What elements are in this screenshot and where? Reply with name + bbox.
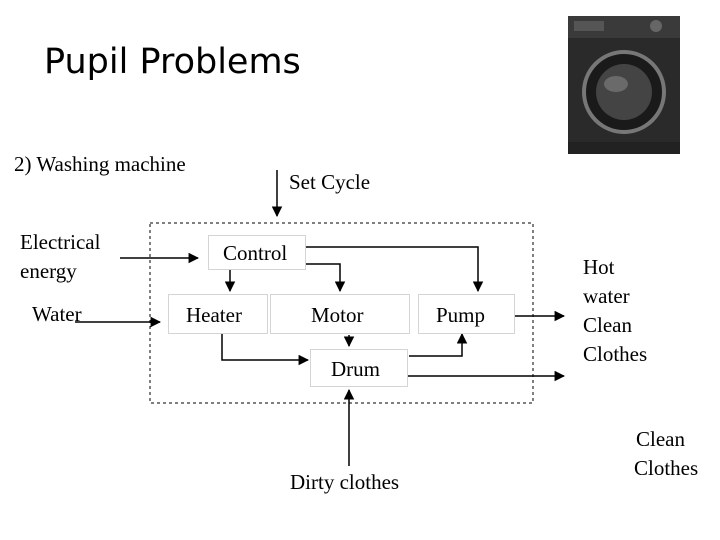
electrical-energy-label-line2: energy bbox=[20, 259, 77, 283]
drum-box: Drum bbox=[310, 349, 408, 387]
bottom-output-label-line1: Clean bbox=[636, 427, 685, 451]
motor-box: Motor bbox=[270, 294, 410, 334]
output-label-line1: Hot bbox=[583, 255, 615, 279]
control-box: Control bbox=[208, 235, 306, 270]
arrow-drum-pump bbox=[409, 332, 468, 357]
washing-machine-image bbox=[568, 16, 680, 154]
arrow-control-motor bbox=[306, 263, 346, 293]
drum-label: Drum bbox=[331, 357, 380, 381]
output-label-line2: water bbox=[583, 284, 630, 308]
arrow-heater-drum bbox=[221, 334, 310, 366]
slide-title: Pupil Problems bbox=[44, 42, 301, 82]
arrow-control-pump bbox=[306, 246, 484, 293]
heater-box: Heater bbox=[168, 294, 268, 334]
set-cycle-label: Set Cycle bbox=[289, 170, 371, 194]
pump-label: Pump bbox=[436, 303, 486, 327]
slide-subtitle: 2) Washing machine bbox=[14, 152, 186, 176]
electrical-energy-label-line1: Electrical bbox=[20, 230, 101, 254]
water-label: Water bbox=[32, 302, 82, 326]
control-label: Control bbox=[223, 241, 288, 265]
motor-label: Motor bbox=[311, 303, 364, 327]
output-label-line4: Clothes bbox=[583, 342, 648, 366]
output-label-line3: Clean bbox=[583, 313, 632, 337]
dirty-clothes-label: Dirty clothes bbox=[290, 470, 400, 494]
bottom-output-label-line2: Clothes bbox=[634, 456, 699, 480]
heater-label: Heater bbox=[186, 303, 242, 327]
pump-box: Pump bbox=[418, 294, 515, 334]
